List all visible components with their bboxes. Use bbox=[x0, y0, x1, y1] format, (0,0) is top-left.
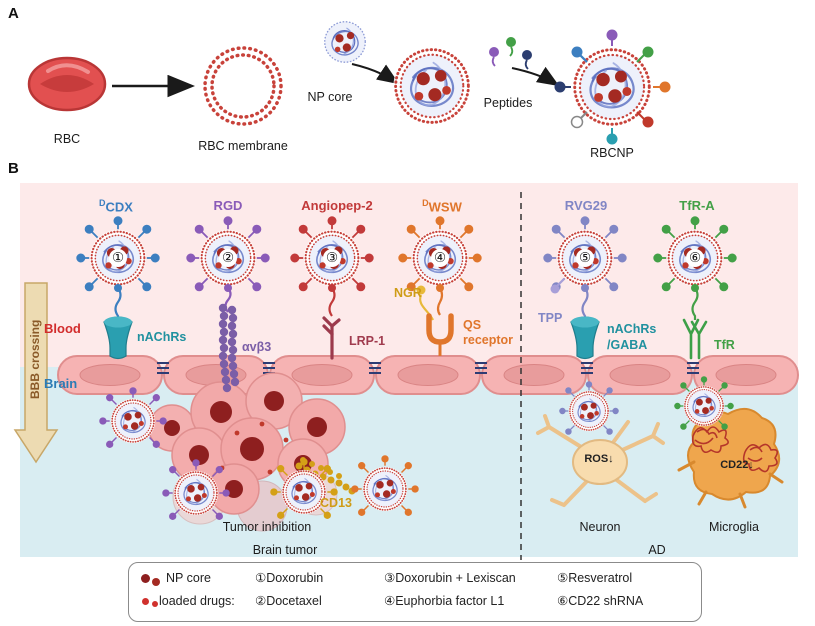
rbcnp-label: RBCNP bbox=[590, 146, 634, 160]
receptor-avb3 bbox=[218, 303, 240, 393]
legend-loaded-drugs-label: loaded drugs: bbox=[159, 594, 235, 608]
brain-tumor-label: Brain tumor bbox=[252, 543, 318, 557]
np-core-label: NP core bbox=[307, 90, 353, 104]
legend-box: NP core loaded drugs: ①Doxorubin ②Doceta… bbox=[128, 562, 702, 622]
legend-np-core-label: NP core bbox=[166, 571, 211, 585]
ligand-angiopep-text: Angiopep-2 bbox=[301, 198, 373, 213]
ligand-dwsw-text: WSW bbox=[428, 199, 462, 215]
ligand-dwsw-sup: D bbox=[422, 198, 429, 208]
ligand-dcdx-sup: D bbox=[99, 198, 106, 208]
bbb-crossing-label: BBB crossing bbox=[28, 319, 42, 399]
drug-dot2-icon bbox=[152, 601, 158, 607]
np6-number: ⑥ bbox=[686, 249, 704, 267]
np-core-icon bbox=[324, 21, 366, 63]
tpp-ligand-icon bbox=[550, 278, 565, 294]
receptor-nachrs-label: nAChRs bbox=[137, 330, 187, 344]
receptor-nachrs-1 bbox=[103, 316, 133, 360]
bbb-crossing-arrow-icon bbox=[13, 282, 59, 464]
amyloid-fibril-icons bbox=[691, 426, 779, 473]
panel-b-label: B bbox=[8, 160, 19, 177]
ligand-angiopep-label: Angiopep-2 bbox=[301, 198, 373, 213]
cd13-label: CD13 bbox=[320, 496, 352, 510]
blood-label: Blood bbox=[44, 321, 81, 336]
receptor-qs-label: QS receptor bbox=[463, 318, 514, 347]
panel-a-label: A bbox=[8, 5, 19, 22]
ligand-tfra-text: TfR-A bbox=[679, 198, 715, 213]
microglia-label: Microglia bbox=[708, 520, 760, 534]
legend-entry-4: ④Euphorbia factor L1 bbox=[384, 594, 505, 608]
receptor-nachrs-gaba-line2: /GABA bbox=[607, 338, 648, 352]
receptor-lrp1-label: LRP-1 bbox=[349, 334, 386, 348]
np2-number: ② bbox=[219, 249, 237, 267]
ligand-rvg29-label: RVG29 bbox=[565, 198, 607, 213]
receptor-tfr-label: TfR bbox=[714, 338, 735, 352]
tumor-inhibition-label: Tumor inhibition bbox=[222, 520, 312, 534]
legend-entry-1: ①Doxorubin bbox=[255, 571, 324, 585]
rbcnp-peptides bbox=[554, 29, 671, 145]
ligand-dcdx-label: DCDX bbox=[99, 198, 133, 215]
np-core-dot-icon bbox=[141, 574, 150, 583]
receptor-lrp1 bbox=[322, 316, 341, 360]
ligand-rvg29-text: RVG29 bbox=[564, 198, 608, 213]
rbc-icon bbox=[27, 56, 107, 112]
receptor-tfr bbox=[682, 318, 708, 360]
brain-label: Brain bbox=[44, 376, 78, 391]
np4-number: ④ bbox=[431, 249, 449, 267]
np-core-dot2-icon bbox=[152, 578, 160, 586]
rbc-membrane-icon bbox=[202, 45, 284, 127]
ad-label: AD bbox=[648, 543, 666, 557]
ligand-dcdx-text: CDX bbox=[105, 199, 133, 215]
ngr-label: NGR bbox=[394, 286, 422, 300]
ligand-dwsw-label: DWSW bbox=[422, 198, 462, 215]
np3-number: ③ bbox=[323, 249, 341, 267]
tpp-label: TPP bbox=[538, 311, 563, 325]
peptides-icons bbox=[489, 37, 532, 70]
panel-b-backgrounds bbox=[20, 183, 798, 557]
arrow-core-to-np bbox=[351, 63, 400, 85]
np5-number: ⑤ bbox=[576, 249, 594, 267]
ros-label: ROS↓ bbox=[584, 453, 614, 465]
drug-dot-icon bbox=[142, 598, 149, 605]
np1-number: ① bbox=[109, 249, 127, 267]
legend-entry-3: ③Doxorubin + Lexiscan bbox=[384, 571, 516, 585]
ligand-rgd-label: RGD bbox=[214, 198, 243, 213]
legend-entry-2: ②Docetaxel bbox=[255, 594, 322, 608]
legend-entry-6: ⑥CD22 shRNA bbox=[557, 594, 644, 608]
cd22-label: CD22↓ bbox=[720, 459, 754, 471]
rbc-label: RBC bbox=[53, 132, 81, 146]
legend-entry-5: ⑤Resveratrol bbox=[557, 571, 633, 585]
microglia-cell bbox=[677, 407, 784, 509]
ligand-tfra-label: TfR-A bbox=[679, 198, 714, 213]
receptor-nachrs-gaba bbox=[570, 316, 600, 360]
peptides-label: Peptides bbox=[483, 96, 533, 110]
coated-np-icon bbox=[392, 46, 472, 126]
ligand-rgd-text: RGD bbox=[213, 198, 243, 213]
receptor-nachrs-gaba-line1: nAChRs bbox=[607, 322, 657, 336]
neuron-cell bbox=[536, 414, 665, 507]
receptor-avb3-label: αvβ3 bbox=[242, 340, 272, 354]
receptor-qs bbox=[426, 313, 454, 356]
rbc-membrane-label: RBC membrane bbox=[198, 139, 288, 153]
neuron-label: Neuron bbox=[579, 520, 621, 534]
arrow-peptides-to-rbcnp bbox=[511, 66, 560, 87]
panel-a-art bbox=[27, 21, 671, 145]
